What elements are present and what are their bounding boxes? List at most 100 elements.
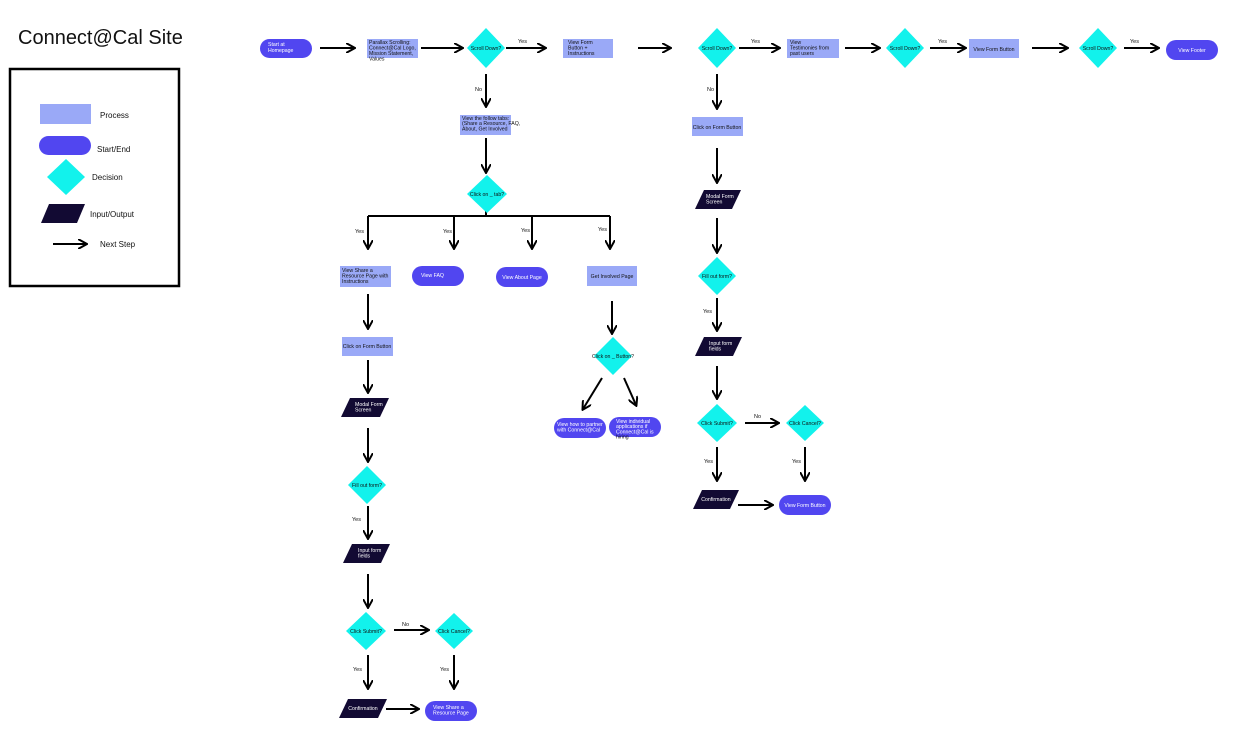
share-resource-end-label: View Share a Resource Page xyxy=(433,705,469,717)
edge-label-yes: Yes xyxy=(792,459,801,465)
footer-end-node xyxy=(1166,40,1218,60)
edge-label-yes: Yes xyxy=(751,39,760,45)
modal-form-io-node-right xyxy=(695,190,741,209)
modal-form-io-node-left xyxy=(341,398,389,417)
faq-end-node xyxy=(412,266,464,286)
confirmation-label-left: Confirmation xyxy=(348,706,378,712)
connectors xyxy=(320,48,1158,709)
scroll-down-decision-2 xyxy=(698,28,736,68)
click-cancel-label-left: Click Cancel? xyxy=(438,629,470,635)
legend-process-label: Process xyxy=(100,111,129,120)
legend-io-swatch xyxy=(41,204,85,223)
edge-label-yes: Yes xyxy=(440,667,449,673)
diagram-title: Connect@Cal Site xyxy=(18,27,183,49)
individual-applications-end-node xyxy=(609,417,661,437)
scroll-down-decision-3 xyxy=(886,28,924,68)
input-form-io-node-left xyxy=(343,544,390,563)
get-involved-process-node xyxy=(587,266,637,286)
tabs-process-node xyxy=(460,115,511,135)
form-button-end-label: View Form Button xyxy=(784,503,825,509)
legend-start-end-swatch xyxy=(39,136,91,155)
click-cancel-decision-left xyxy=(435,613,473,649)
modal-form-label-left: Modal Form Screen xyxy=(355,402,384,414)
faq-label: View FAQ xyxy=(421,273,444,279)
form-button-process-node xyxy=(969,39,1019,58)
click-tab-label: Click on _ tab? xyxy=(470,192,504,198)
edge-label-no: No xyxy=(475,87,482,93)
edge-label-yes: Yes xyxy=(703,309,712,315)
edge-label-yes: Yes xyxy=(353,667,362,673)
scroll-down-label-1: Scroll Down? xyxy=(471,46,502,52)
edge-label-yes: Yes xyxy=(355,229,364,235)
form-button-end-node xyxy=(779,495,831,515)
scroll-down-label-4: Scroll Down? xyxy=(1083,46,1114,52)
scroll-down-label-3: Scroll Down? xyxy=(890,46,921,52)
tabs-label: View the follow tabs: (Share a Resource,… xyxy=(462,116,522,132)
edge-label-no: No xyxy=(707,87,714,93)
arrow xyxy=(623,377,636,405)
scroll-down-label-2: Scroll Down? xyxy=(702,46,733,52)
form-instructions-label: View Form Button + Instructions xyxy=(568,40,595,57)
click-submit-decision-right xyxy=(697,404,737,442)
get-involved-label: Get Involved Page xyxy=(591,274,634,280)
input-form-io-node-right xyxy=(695,337,742,356)
input-form-label-right: Input form fields xyxy=(709,341,734,353)
legend-start-end-label: Start/End xyxy=(97,145,130,154)
footer-label: View Footer xyxy=(1178,48,1206,54)
confirmation-label-right: Confirmation xyxy=(701,497,731,503)
form-button-label: View Form Button xyxy=(973,47,1014,53)
click-cancel-decision-right xyxy=(786,405,824,441)
click-form-button-label-right: Click on Form Button xyxy=(693,125,742,131)
form-instructions-process-node xyxy=(563,39,613,58)
testimonies-label: View Testimonies from past users xyxy=(790,40,831,57)
click-submit-decision-left xyxy=(346,612,386,650)
legend-box xyxy=(8,67,181,288)
edge-label-yes: Yes xyxy=(704,459,713,465)
confirmation-io-node-left xyxy=(339,699,387,718)
share-resource-end-node xyxy=(425,701,477,721)
partner-end-node xyxy=(554,418,606,438)
click-tab-decision xyxy=(467,175,507,213)
partner-label: View how to partner with Connect@Cal xyxy=(557,422,604,434)
edge-label-no: No xyxy=(402,622,409,628)
click-submit-label-right: Click Submit? xyxy=(701,421,733,427)
click-form-button-process-node-right xyxy=(692,117,743,136)
edge-label-yes: Yes xyxy=(443,229,452,235)
edge-label-yes: Yes xyxy=(938,39,947,45)
start-label-line: Homepage xyxy=(268,48,293,54)
click-form-button-label-left: Click on Form Button xyxy=(343,344,392,350)
fill-form-decision-right xyxy=(698,257,736,295)
parallax-label: Parallax Scrolling: Connect@Cal Logo, Mi… xyxy=(369,40,417,63)
legend: Process Start/End Decision Input/Output … xyxy=(8,67,181,288)
legend-process-swatch xyxy=(40,104,91,124)
edge-label-no: No xyxy=(754,414,761,420)
share-resource-label: View Share a Resource Page with Instruct… xyxy=(342,268,390,285)
scroll-down-decision-4 xyxy=(1079,28,1117,68)
edge-label-yes: Yes xyxy=(518,39,527,45)
edge-label-yes: Yes xyxy=(598,227,607,233)
fill-form-decision-left xyxy=(348,466,386,504)
edge-labels: Yes Yes Yes Yes No No Yes Yes Yes Yes Ye… xyxy=(352,39,1139,673)
input-form-label-left: Input form fields xyxy=(358,548,383,560)
edge-label-yes: Yes xyxy=(1130,39,1139,45)
fill-form-label-left: Fill out form? xyxy=(352,483,382,489)
legend-io-label: Input/Output xyxy=(90,210,135,219)
confirmation-io-node-right xyxy=(693,490,739,509)
edge-label-yes: Yes xyxy=(352,517,361,523)
fill-form-label-right: Fill out form? xyxy=(702,274,732,280)
scroll-down-decision-1 xyxy=(467,28,505,68)
individual-applications-label: View individual applications if Connect@… xyxy=(616,419,655,441)
modal-form-label-right: Modal Form Screen xyxy=(706,194,735,206)
edge-label-yes: Yes xyxy=(521,228,530,234)
arrow xyxy=(583,377,603,409)
about-label: View About Page xyxy=(502,275,542,281)
legend-decision-label: Decision xyxy=(92,173,123,182)
share-resource-process-node xyxy=(340,266,391,287)
click-button-decision xyxy=(594,337,632,375)
about-end-node xyxy=(496,267,548,287)
click-button-label: Click on _ Button? xyxy=(592,354,634,360)
legend-decision-swatch xyxy=(47,159,85,195)
